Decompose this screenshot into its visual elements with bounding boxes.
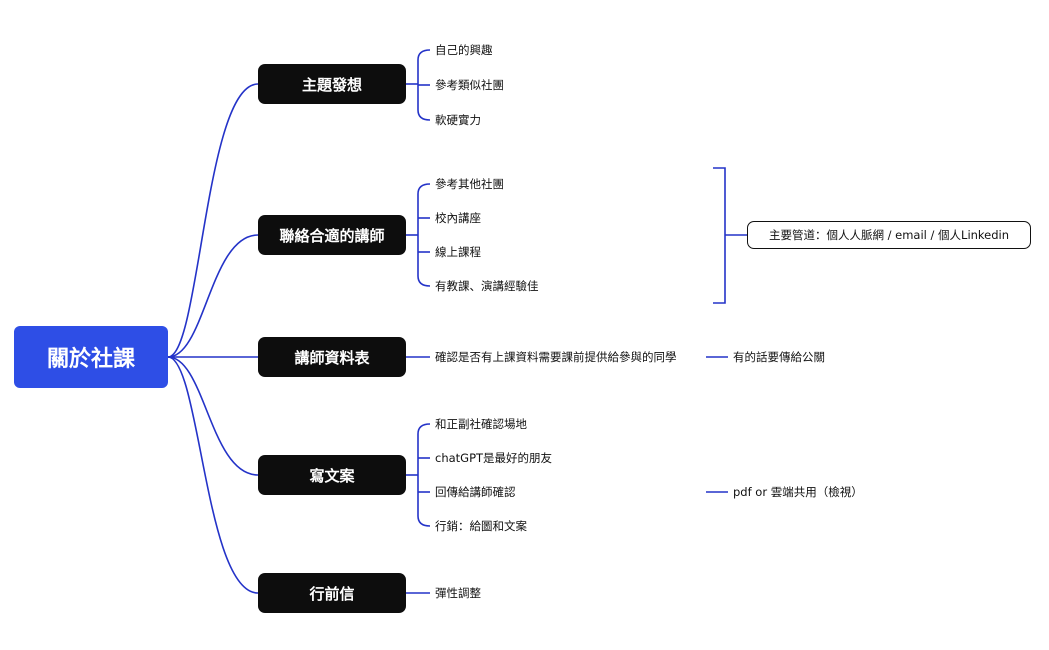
leaf-2-3[interactable]: 線上課程: [435, 245, 481, 259]
leaf-4-3-followup[interactable]: pdf or 雲端共用（檢視）: [733, 485, 863, 499]
topic-brainstorm[interactable]: 主題發想: [258, 64, 406, 104]
leaf-4-2[interactable]: chatGPT是最好的朋友: [435, 451, 553, 465]
leaf-5-1[interactable]: 彈性調整: [435, 586, 481, 600]
leaf-1-1[interactable]: 自己的興趣: [435, 43, 493, 57]
summary-callout[interactable]: 主要管道：個人人脈網 / email / 個人Linkedin: [747, 221, 1031, 249]
leaf-3-1-followup[interactable]: 有的話要傳給公關: [733, 350, 825, 364]
topic-pre-event-letter[interactable]: 行前信: [258, 573, 406, 613]
topic-copywriting[interactable]: 寫文案: [258, 455, 406, 495]
topic-contact-lecturer[interactable]: 聯絡合適的講師: [258, 215, 406, 255]
leaf-2-1[interactable]: 參考其他社團: [435, 177, 504, 191]
leaf-3-1[interactable]: 確認是否有上課資料需要課前提供給參與的同學: [435, 350, 677, 364]
leaf-4-3[interactable]: 回傳給講師確認: [435, 485, 516, 499]
leaf-2-4[interactable]: 有教課、演講經驗佳: [435, 279, 539, 293]
leaf-4-4[interactable]: 行銷：給圖和文案: [435, 519, 527, 533]
topic-lecturer-form[interactable]: 講師資料表: [258, 337, 406, 377]
link-root-topic-1: [167, 83, 259, 358]
leaf-4-1[interactable]: 和正副社確認場地: [435, 417, 527, 431]
leaf-1-2[interactable]: 參考類似社團: [435, 78, 504, 92]
leaf-1-3[interactable]: 軟硬實力: [435, 113, 481, 127]
link-root-topic-2: [167, 234, 259, 358]
leaf-2-2[interactable]: 校內講座: [435, 211, 481, 225]
root-node[interactable]: 關於社課: [14, 326, 168, 388]
link-root-topic-4: [167, 356, 259, 476]
link-root-topic-5: [167, 356, 259, 594]
